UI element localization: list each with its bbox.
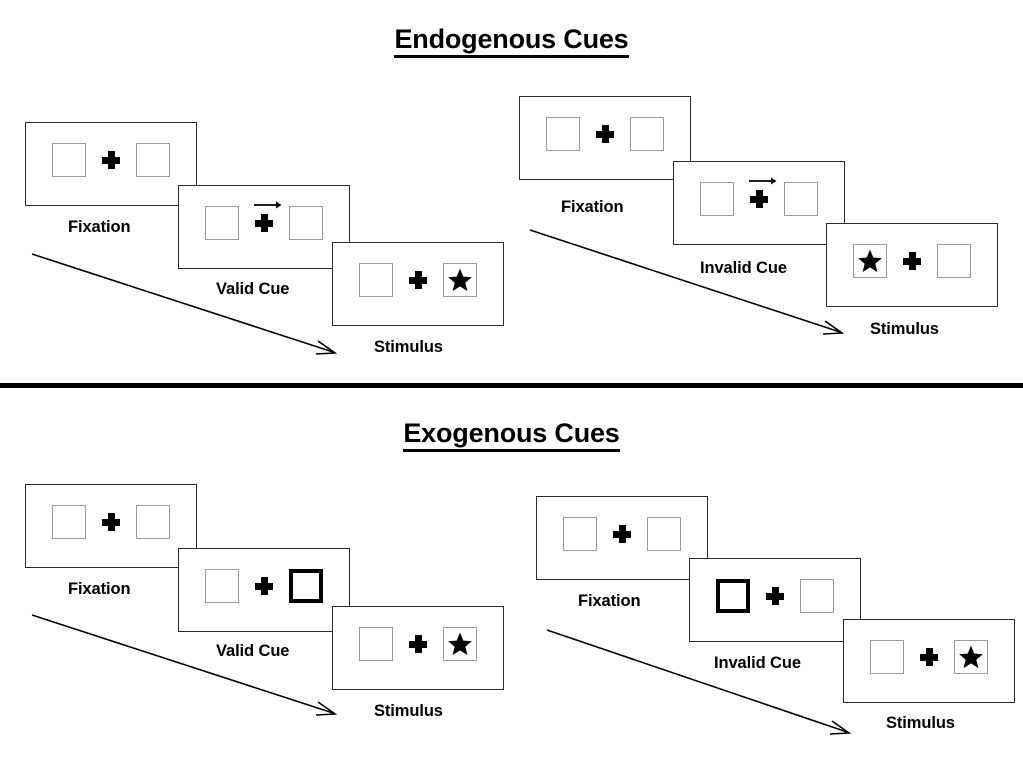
fixation-cross-icon [766,587,784,605]
section-title-exogenous: Exogenous Cues [0,418,1023,452]
stimulus-box-left [359,263,393,297]
fixation-cross-icon [613,525,631,543]
section-title-endogenous-text: Endogenous Cues [394,24,629,58]
stage-label-valid-cue: Valid Cue [216,642,290,660]
fixation-cross-icon [254,201,282,232]
trial-frame-invalid-cue [689,558,861,642]
trial-frame-fixation [536,496,708,580]
trial-frame-valid-cue [178,185,350,269]
timeline-arrow [545,628,865,743]
stimulus-box-left [205,569,239,603]
stimulus-box-right [647,517,681,551]
trial-frame-stimulus [843,619,1015,703]
stimulus-box-left [546,117,580,151]
stimulus-box-left [700,182,734,216]
stimulus-box-right [784,182,818,216]
stage-label-fixation: Fixation [561,198,624,216]
stimulus-box-right [443,263,477,297]
stimulus-box-left [52,505,86,539]
arrow-right-cue-icon [254,200,282,210]
stimulus-box-right [630,117,664,151]
stimulus-box-right [800,579,834,613]
star-icon [958,644,984,670]
arrow-right-cue-icon [749,176,777,186]
trial-frame-fixation [25,484,197,568]
stage-label-fixation: Fixation [68,580,131,598]
stage-label-valid-cue: Valid Cue [216,280,290,298]
trial-frame-stimulus [826,223,998,307]
trial-frame-fixation [519,96,691,180]
fixation-cross-icon [903,252,921,270]
stage-label-invalid-cue: Invalid Cue [700,259,787,277]
stimulus-box-right [937,244,971,278]
fixation-cross-icon [749,177,777,208]
star-icon [447,631,473,657]
star-icon [857,248,883,274]
fixation-cross-icon [255,577,273,595]
fixation-cross-icon [409,271,427,289]
stage-label-invalid-cue: Invalid Cue [714,654,801,672]
trial-frame-stimulus [332,242,504,326]
stage-label-stimulus: Stimulus [886,714,955,732]
stimulus-box-left [359,627,393,661]
stimulus-box-right [954,640,988,674]
trial-frame-fixation [25,122,197,206]
trial-frame-stimulus [332,606,504,690]
stimulus-box-right [443,627,477,661]
trial-frame-invalid-cue [673,161,845,245]
fixation-cross-icon [102,513,120,531]
stimulus-box-right [136,143,170,177]
fixation-cross-icon [409,635,427,653]
stage-label-fixation: Fixation [68,218,131,236]
stimulus-box-right-cued [289,569,323,603]
trial-frame-valid-cue [178,548,350,632]
fixation-cross-icon [596,125,614,143]
timeline-arrow [528,228,858,343]
stage-label-stimulus: Stimulus [374,338,443,356]
fixation-cross-icon [920,648,938,666]
fixation-cross-icon [102,151,120,169]
stage-label-stimulus: Stimulus [374,702,443,720]
star-icon [447,267,473,293]
stimulus-box-left [205,206,239,240]
stimulus-box-left-cued [716,579,750,613]
stimulus-box-left [853,244,887,278]
stimulus-box-left [870,640,904,674]
stimulus-box-left [563,517,597,551]
section-title-exogenous-text: Exogenous Cues [403,418,620,452]
stimulus-box-left [52,143,86,177]
section-divider [0,383,1023,388]
stage-label-stimulus: Stimulus [870,320,939,338]
stimulus-box-right [136,505,170,539]
section-title-endogenous: Endogenous Cues [0,24,1023,58]
stimulus-box-right [289,206,323,240]
stage-label-fixation: Fixation [578,592,641,610]
